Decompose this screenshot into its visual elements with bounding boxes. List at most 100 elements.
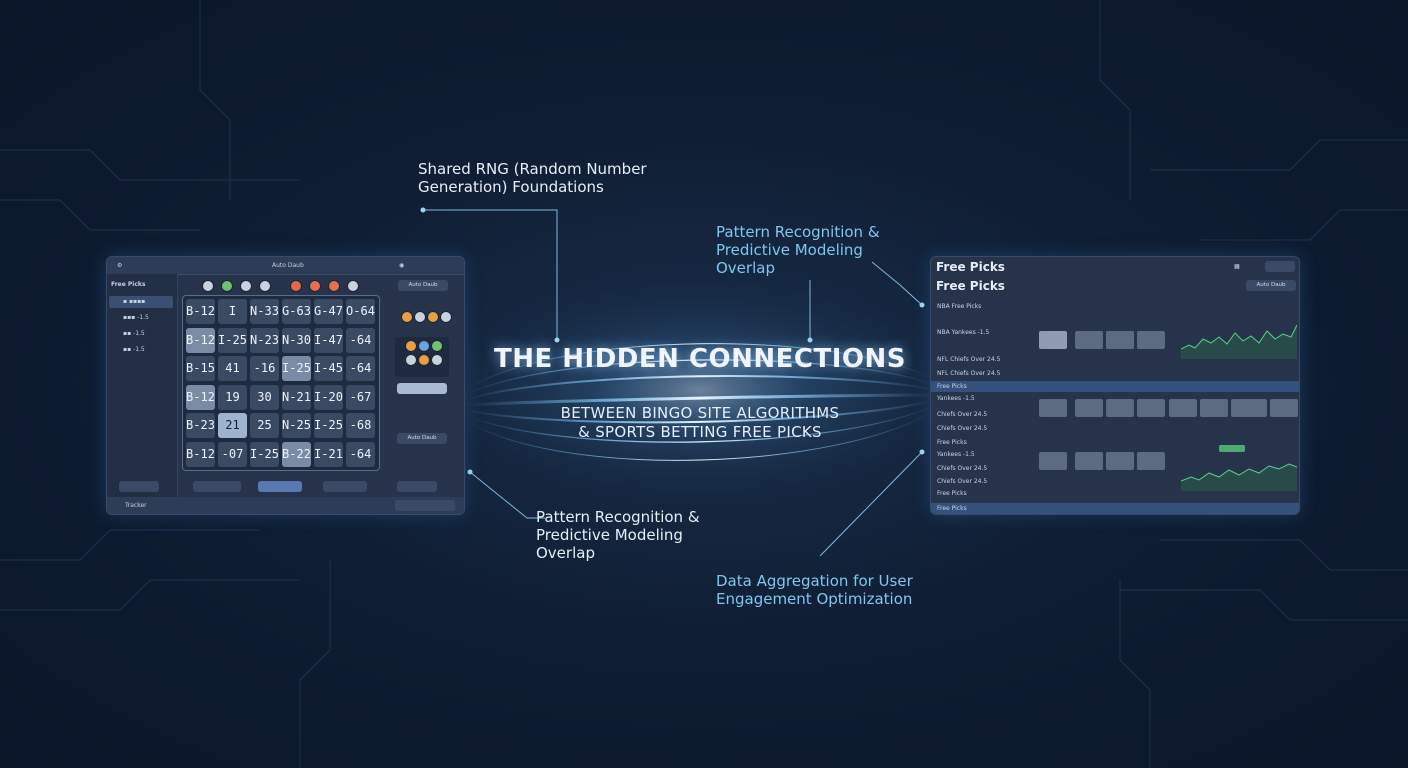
picks-row[interactable]: NFL Chiefs Over 24.5 (931, 354, 1299, 365)
bingo-cell[interactable]: 30 (250, 384, 279, 410)
picks-row-label: NBA Free Picks (937, 303, 982, 310)
ball-icon (401, 311, 413, 323)
toggle-button[interactable] (397, 383, 447, 394)
picks-row[interactable]: Free Picks (931, 488, 1299, 499)
ball-icon (290, 280, 302, 292)
odds-button[interactable] (1039, 331, 1067, 349)
bingo-cell[interactable]: G-47 (314, 299, 343, 324)
callout-data-line2: Engagement Optimization (716, 590, 913, 608)
bottom-pill[interactable] (193, 481, 241, 492)
bingo-cell[interactable]: -64 (346, 356, 375, 381)
ball-icon (427, 311, 439, 323)
sidebar-item[interactable]: ▪▪ -1.5 (123, 330, 145, 337)
sidebar-item[interactable]: ▪ ▪▪▪▪ (109, 296, 173, 308)
bottom-pill[interactable] (119, 481, 159, 492)
bingo-cell[interactable]: N-23 (250, 327, 279, 353)
auto-daub-side-button[interactable]: Auto Daub (397, 433, 447, 444)
odds-button[interactable] (1137, 399, 1165, 417)
picks-row[interactable]: NFL Chiefs Over 24.5 (931, 368, 1299, 379)
bingo-cell[interactable]: I-21 (314, 441, 343, 467)
bingo-cell[interactable]: I-20 (314, 384, 343, 410)
bingo-cell[interactable]: I (218, 299, 247, 324)
bingo-cell[interactable]: B-12 (186, 384, 215, 410)
picks-row[interactable]: Free Picks (931, 503, 1299, 514)
ball-icon (405, 354, 417, 366)
callout-pattern-top-line3: Overlap (716, 259, 775, 277)
bingo-cell[interactable]: B-22 (282, 441, 311, 467)
settings-icon[interactable]: ◉ (399, 262, 405, 269)
picks-auto-button[interactable]: Auto Daub (1246, 280, 1296, 291)
bingo-cell[interactable]: N-33 (250, 299, 279, 324)
bingo-cell[interactable]: I-47 (314, 327, 343, 353)
bottom-pill-active[interactable] (258, 481, 302, 492)
bingo-cell[interactable]: -67 (346, 384, 375, 410)
bingo-cell[interactable]: -07 (218, 441, 247, 467)
odds-button[interactable] (1231, 399, 1267, 417)
sidebar-item[interactable]: ▪▪▪ -1.5 (123, 314, 149, 321)
picks-row[interactable]: Chiefs Over 24.5 (931, 409, 1299, 420)
odds-button[interactable] (1039, 399, 1067, 417)
bingo-cell[interactable]: 19 (218, 384, 247, 410)
bingo-cell[interactable]: B-15 (186, 356, 215, 381)
odds-button[interactable] (1075, 331, 1103, 349)
bingo-cell[interactable]: I-45 (314, 356, 343, 381)
picks-row[interactable]: Chiefs Over 24.5 (931, 476, 1299, 487)
odds-button[interactable] (1106, 399, 1134, 417)
footer-button[interactable] (395, 500, 455, 511)
bingo-cell[interactable]: -64 (346, 441, 375, 467)
ball-icon (221, 280, 233, 292)
menu-icon[interactable]: ⚙ (117, 262, 123, 269)
odds-button[interactable] (1137, 452, 1165, 470)
sidebar-item[interactable]: ▪▪ -1.5 (123, 346, 145, 353)
bingo-cell[interactable]: G-63 (282, 299, 311, 324)
bingo-cell[interactable]: B-12 (186, 327, 215, 353)
bingo-cell[interactable]: N-30 (282, 327, 311, 353)
bingo-panel: ⚙ Auto Daub ◉ Free Picks ▪ ▪▪▪▪ ▪▪▪ -1.5… (106, 256, 465, 515)
picks-row[interactable]: Chiefs Over 24.5 (931, 423, 1299, 434)
bottom-pill[interactable] (323, 481, 367, 492)
bingo-cell[interactable]: N-21 (282, 384, 311, 410)
bingo-cell[interactable]: 41 (218, 356, 247, 381)
subtitle-line2: & SPORTS BETTING FREE PICKS (578, 423, 822, 441)
picks-row[interactable]: NBA Yankees -1.5 (931, 327, 1299, 338)
bingo-cell[interactable]: -64 (346, 327, 375, 353)
auto-daub-button[interactable]: Auto Daub (398, 280, 448, 291)
picks-row[interactable]: Free Picks (931, 437, 1299, 448)
bingo-cell[interactable]: I-25 (282, 356, 311, 381)
bingo-cell[interactable]: B-12 (186, 441, 215, 467)
odds-button[interactable] (1075, 399, 1103, 417)
bingo-cell[interactable]: I-25 (314, 413, 343, 438)
ball-icon (405, 340, 417, 352)
bingo-cell[interactable]: -16 (250, 356, 279, 381)
picks-row[interactable]: Yankees -1.5 (931, 449, 1299, 460)
ball-icon (202, 280, 214, 292)
picks-row[interactable]: Free Picks (931, 381, 1299, 392)
odds-button[interactable] (1200, 399, 1228, 417)
bingo-cell[interactable]: B-12 (186, 299, 215, 324)
odds-button[interactable] (1106, 452, 1134, 470)
bingo-cell[interactable]: N-25 (282, 413, 311, 438)
odds-button[interactable] (1270, 399, 1298, 417)
grid-icon[interactable]: ▦ (1234, 263, 1240, 270)
bingo-cell[interactable]: 25 (250, 413, 279, 438)
bingo-cell[interactable]: I-25 (250, 441, 279, 467)
picks-row-label: Yankees -1.5 (937, 395, 975, 402)
picks-row[interactable]: Chiefs Over 24.5 (931, 463, 1299, 474)
bingo-cell[interactable]: B-23 (186, 413, 215, 438)
ball-icon (259, 280, 271, 292)
picks-row[interactable]: NBA Free Picks (931, 301, 1299, 312)
page-title: THE HIDDEN CONNECTIONS (493, 344, 907, 374)
odds-button[interactable] (1137, 331, 1165, 349)
bingo-cell[interactable]: -68 (346, 413, 375, 438)
bingo-cell[interactable]: 21 (218, 413, 247, 438)
picks-row-label: Chiefs Over 24.5 (937, 425, 988, 432)
bingo-cell[interactable]: I-25 (218, 327, 247, 353)
bingo-cell[interactable]: O-64 (346, 299, 375, 324)
odds-button[interactable] (1075, 452, 1103, 470)
odds-button[interactable] (1106, 331, 1134, 349)
header-button[interactable] (1265, 261, 1295, 272)
odds-button[interactable] (1169, 399, 1197, 417)
picks-row[interactable]: Yankees -1.5 (931, 393, 1299, 404)
bottom-pill[interactable] (397, 481, 437, 492)
odds-button[interactable] (1039, 452, 1067, 470)
